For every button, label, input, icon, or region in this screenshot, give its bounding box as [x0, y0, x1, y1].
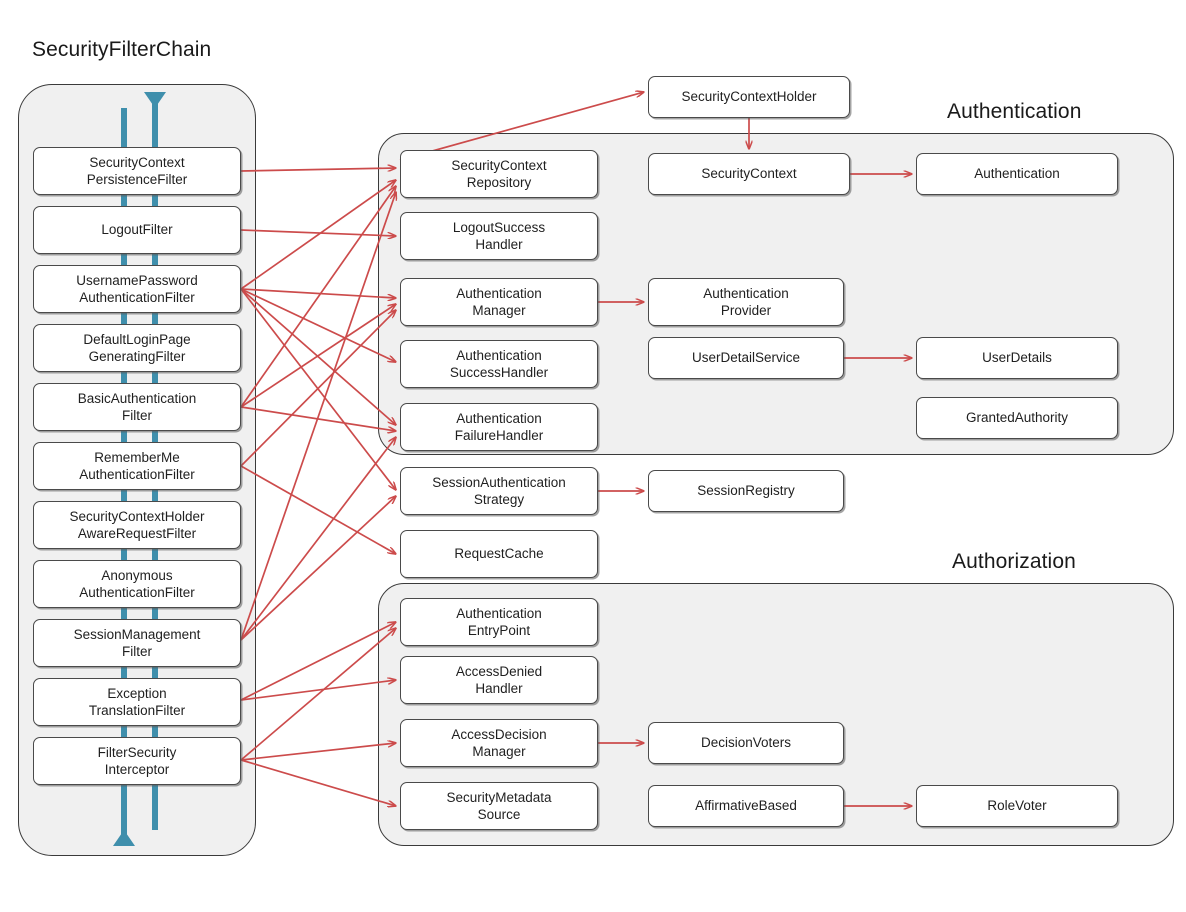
authentication-node-authn[interactable]: Authentication: [916, 153, 1118, 195]
authentication-node-userdet[interactable]: UserDetails: [916, 337, 1118, 379]
connection-fc5-to-authmgr: [240, 310, 396, 467]
connection-fc4-to-authfh: [240, 406, 396, 431]
connection-fc2-to-authsh: [240, 288, 396, 362]
authentication-node-uds[interactable]: UserDetailService: [648, 337, 844, 379]
authentication-title: Authentication: [947, 100, 1082, 123]
filter-node-fc8[interactable]: SessionManagement Filter: [33, 619, 241, 667]
filter-node-fc9[interactable]: Exception TranslationFilter: [33, 678, 241, 726]
authentication-node-screpo[interactable]: SecurityContext Repository: [400, 150, 598, 198]
connection-fc9-to-aep: [240, 622, 396, 701]
connection-fc10-to-aep: [240, 628, 396, 761]
authorization-node-rv[interactable]: RoleVoter: [916, 785, 1118, 827]
connection-fc8-to-authfh: [240, 437, 396, 641]
authentication-node-reqcache[interactable]: RequestCache: [400, 530, 598, 578]
authentication-node-sas[interactable]: SessionAuthentication Strategy: [400, 467, 598, 515]
connection-fc10-to-sms: [240, 759, 396, 806]
authentication-node-sreg[interactable]: SessionRegistry: [648, 470, 844, 512]
connection-fc1-to-logoutsh: [240, 229, 396, 236]
authentication-node-authprov[interactable]: Authentication Provider: [648, 278, 844, 326]
authorization-node-aep[interactable]: Authentication EntryPoint: [400, 598, 598, 646]
filter-node-fc3[interactable]: DefaultLoginPage GeneratingFilter: [33, 324, 241, 372]
connection-fc4-to-authmgr: [240, 304, 396, 408]
connection-fc8-to-screpo: [240, 192, 396, 641]
filter-node-fc6[interactable]: SecurityContextHolder AwareRequestFilter: [33, 501, 241, 549]
authentication-node-ga[interactable]: GrantedAuthority: [916, 397, 1118, 439]
authentication-node-logoutsh[interactable]: LogoutSuccess Handler: [400, 212, 598, 260]
authentication-node-scholder[interactable]: SecurityContextHolder: [648, 76, 850, 118]
filter-node-fc4[interactable]: BasicAuthentication Filter: [33, 383, 241, 431]
filter-node-fc0[interactable]: SecurityContext PersistenceFilter: [33, 147, 241, 195]
authorization-node-sms[interactable]: SecurityMetadata Source: [400, 782, 598, 830]
filter-node-fc5[interactable]: RememberMe AuthenticationFilter: [33, 442, 241, 490]
authorization-title: Authorization: [952, 550, 1076, 573]
authentication-node-sccontext[interactable]: SecurityContext: [648, 153, 850, 195]
connection-fc4-to-screpo: [240, 186, 396, 408]
authorization-node-adh[interactable]: AccessDenied Handler: [400, 656, 598, 704]
connection-fc2-to-sas: [240, 288, 396, 490]
connection-fc9-to-adh: [240, 680, 396, 701]
authorization-node-ab[interactable]: AffirmativeBased: [648, 785, 844, 827]
connection-fc2-to-authfh: [240, 288, 396, 425]
connection-fc2-to-screpo: [240, 180, 396, 290]
connection-fc8-to-sas: [240, 496, 396, 641]
authorization-node-adm[interactable]: AccessDecision Manager: [400, 719, 598, 767]
authentication-node-authmgr[interactable]: Authentication Manager: [400, 278, 598, 326]
filter-chain-title: SecurityFilterChain: [32, 38, 212, 61]
filter-node-fc10[interactable]: FilterSecurity Interceptor: [33, 737, 241, 785]
authentication-node-authfh[interactable]: Authentication FailureHandler: [400, 403, 598, 451]
filter-node-fc1[interactable]: LogoutFilter: [33, 206, 241, 254]
authentication-node-authsh[interactable]: Authentication SuccessHandler: [400, 340, 598, 388]
connection-fc0-to-screpo: [240, 168, 396, 172]
connection-fc2-to-authmgr: [240, 288, 396, 298]
connection-fc10-to-adm: [240, 743, 396, 761]
authorization-node-dv[interactable]: DecisionVoters: [648, 722, 844, 764]
connection-fc5-to-reqcache: [240, 465, 396, 554]
filter-node-fc2[interactable]: UsernamePassword AuthenticationFilter: [33, 265, 241, 313]
filter-node-fc7[interactable]: Anonymous AuthenticationFilter: [33, 560, 241, 608]
